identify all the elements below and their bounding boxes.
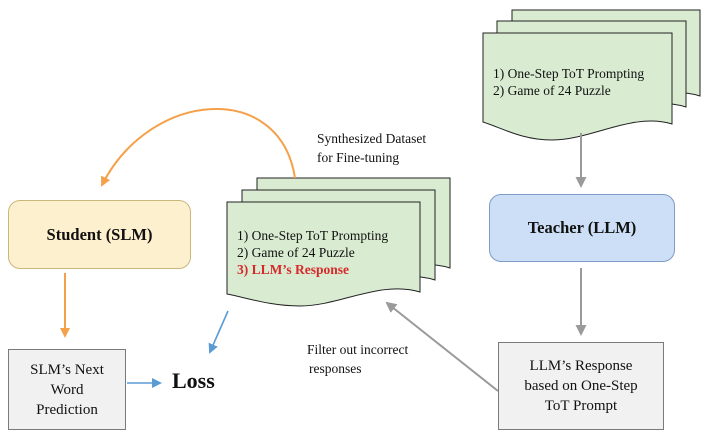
teacher-doc-text: 1) One-Step ToT Prompting 2) Game of 24 … (493, 65, 644, 99)
slm-prediction-line-3: Prediction (36, 401, 98, 418)
loss-label: Loss (172, 368, 215, 393)
slm-prediction-line-1: SLM’s Next (30, 361, 104, 378)
filter-line-1: Filter out incorrect (307, 342, 409, 357)
synth-doc-text: 1) One-Step ToT Prompting 2) Game of 24 … (237, 227, 388, 278)
synth-doc-line-1: 1) One-Step ToT Prompting (237, 228, 389, 243)
response-to-dataset-arrow (385, 301, 499, 392)
llm-response-line-2: based on One-Step (524, 378, 638, 394)
synth-doc-line-3-highlight: 3) LLM’s Response (237, 262, 350, 277)
filter-line-2: responses (309, 361, 362, 376)
synth-caption-line-2: for Fine-tuning (317, 150, 400, 165)
filter-caption: Filter out incorrect responses (307, 340, 408, 378)
llm-response-line-1: LLM’s Response (529, 358, 633, 374)
teacher-doc-line-1: 1) One-Step ToT Prompting (493, 66, 645, 81)
student-label: Student (SLM) (46, 224, 153, 244)
dataset-to-loss-arrow (208, 310, 229, 354)
llm-response-box: LLM’s Response based on One-Step ToT Pro… (498, 342, 664, 430)
teacher-input-document-stack (482, 9, 701, 141)
synthesized-dataset-caption: Synthesized Dataset for Fine-tuning (317, 129, 426, 167)
teacher-llm-box: Teacher (LLM) (489, 194, 675, 262)
student-slm-box: Student (SLM) (8, 200, 191, 269)
synth-doc-line-2: 2) Game of 24 Puzzle (237, 245, 355, 260)
synth-caption-line-1: Synthesized Dataset (317, 131, 427, 146)
slm-prediction-line-2: Word (50, 381, 84, 398)
dataset-to-student-arrow (101, 107, 296, 187)
teacher-label: Teacher (LLM) (527, 218, 637, 237)
teacher-doc-line-2: 2) Game of 24 Puzzle (493, 83, 611, 98)
slm-next-word-prediction-box: SLM’s Next Word Prediction (8, 349, 126, 430)
synthesized-dataset-document-stack (226, 177, 451, 307)
llm-response-line-3: ToT Prompt (544, 398, 618, 414)
